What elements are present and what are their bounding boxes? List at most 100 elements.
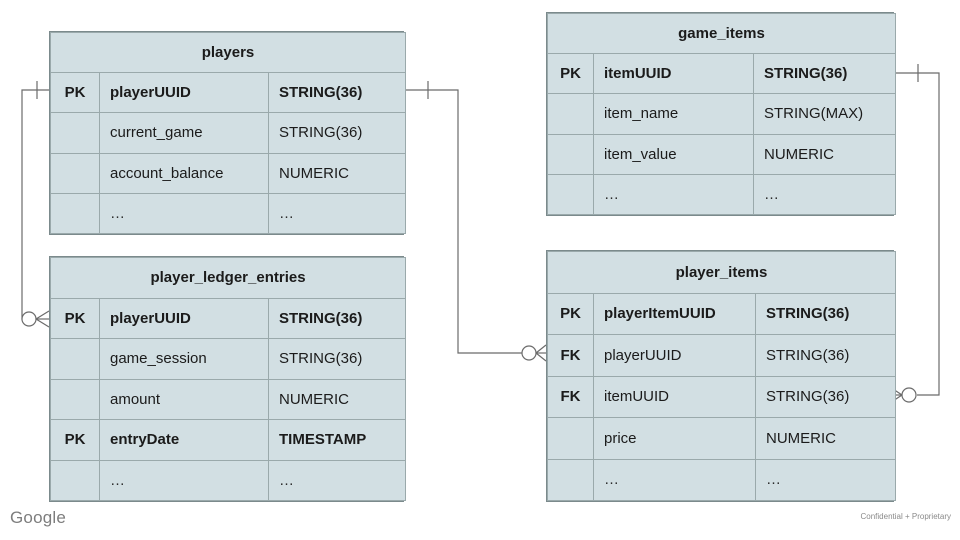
field-key	[50, 152, 100, 194]
field-name: account_balance	[99, 152, 269, 194]
entity-field-row: current_game STRING(36)	[50, 112, 406, 154]
entity-players[interactable]: players PK playerUUID STRING(36) current…	[49, 31, 406, 235]
field-type: STRING(36)	[753, 53, 896, 95]
entity-field-row: … …	[547, 173, 896, 216]
field-key	[50, 192, 100, 235]
field-name: itemUUID	[593, 53, 754, 95]
entity-field-row: amount NUMERIC	[50, 378, 407, 420]
entity-table: player_ledger_entries PK playerUUID STRI…	[49, 257, 407, 501]
entity-field-row: FK itemUUID STRING(36)	[547, 375, 896, 418]
entity-title: player_items	[547, 251, 896, 294]
field-name: playerItemUUID	[593, 292, 756, 335]
field-key: PK	[547, 292, 594, 335]
field-key	[547, 133, 594, 175]
field-name: …	[593, 173, 754, 216]
field-key	[547, 417, 594, 460]
field-type: …	[267, 459, 407, 501]
field-name: playerUUID	[593, 334, 756, 377]
field-name: current_game	[99, 112, 269, 154]
entity-player-ledger-entries[interactable]: player_ledger_entries PK playerUUID STRI…	[49, 256, 407, 502]
entity-rows: players PK playerUUID STRING(36) current…	[50, 31, 406, 235]
field-key: FK	[547, 375, 594, 418]
entity-game-items[interactable]: game_items PK itemUUID STRING(36) item_n…	[546, 12, 896, 216]
field-type: STRING(36)	[268, 112, 406, 154]
field-type: NUMERIC	[753, 133, 896, 175]
entity-field-row: PK playerUUID STRING(36)	[50, 297, 407, 339]
entity-field-row: item_value NUMERIC	[547, 133, 896, 175]
field-type: STRING(36)	[268, 72, 406, 114]
field-type: TIMESTAMP	[267, 419, 407, 461]
field-type: STRING(MAX)	[753, 93, 896, 135]
field-name: playerUUID	[99, 72, 269, 114]
field-key: PK	[547, 53, 594, 95]
entity-field-row: … …	[547, 458, 896, 501]
entity-rows: player_ledger_entries PK playerUUID STRI…	[49, 257, 407, 501]
entity-rows: player_items PK playerItemUUID STRING(36…	[547, 251, 896, 501]
relationship-players-to-ledger	[21, 81, 50, 328]
field-key	[50, 338, 100, 380]
confidentiality-note: Confidential + Proprietary	[860, 512, 952, 521]
entity-title-row: player_ledger_entries	[49, 257, 407, 299]
field-key	[50, 378, 100, 420]
entity-title: player_ledger_entries	[49, 257, 407, 299]
connector-line	[894, 72, 940, 396]
field-type: STRING(36)	[755, 334, 896, 377]
field-key: PK	[50, 297, 100, 339]
field-name: game_session	[99, 338, 269, 380]
field-type: NUMERIC	[755, 417, 896, 460]
field-key	[547, 458, 594, 501]
entity-field-row: … …	[50, 459, 407, 501]
cardinality-many-crowsfoot	[535, 344, 547, 362]
field-name: amount	[99, 378, 269, 420]
field-name: itemUUID	[593, 375, 756, 418]
entity-field-row: game_session STRING(36)	[50, 338, 407, 380]
entity-field-row: FK playerUUID STRING(36)	[547, 334, 896, 377]
cardinality-zero-circle	[901, 387, 917, 403]
entity-field-row: PK playerUUID STRING(36)	[50, 72, 406, 114]
field-key: PK	[50, 419, 100, 461]
entity-field-row: PK playerItemUUID STRING(36)	[547, 292, 896, 335]
entity-rows: game_items PK itemUUID STRING(36) item_n…	[547, 12, 896, 216]
field-type: …	[753, 173, 896, 216]
field-type: …	[755, 458, 896, 501]
field-name: …	[593, 458, 756, 501]
field-key: PK	[50, 72, 100, 114]
entity-title: game_items	[547, 12, 896, 55]
relationship-players-to-player-items	[404, 81, 547, 362]
cardinality-zero-circle	[21, 311, 37, 327]
entity-table: game_items PK itemUUID STRING(36) item_n…	[547, 12, 896, 216]
cardinality-many-crowsfoot	[35, 310, 50, 328]
connector-line	[404, 89, 522, 354]
field-type: STRING(36)	[755, 292, 896, 335]
entity-title-row: game_items	[547, 12, 896, 55]
field-key	[547, 93, 594, 135]
entity-title: players	[50, 31, 406, 74]
google-logo: Google	[10, 508, 67, 527]
connector-line	[21, 89, 49, 320]
field-name: …	[99, 192, 269, 235]
field-name: item_name	[593, 93, 754, 135]
field-type: NUMERIC	[268, 152, 406, 194]
entity-title-row: player_items	[547, 251, 896, 294]
entity-field-row: item_name STRING(MAX)	[547, 93, 896, 135]
entity-field-row: … …	[50, 192, 406, 235]
entity-field-row: PK entryDate TIMESTAMP	[50, 419, 407, 461]
field-name: entryDate	[99, 419, 269, 461]
field-name: item_value	[593, 133, 754, 175]
field-type: …	[268, 192, 406, 235]
field-name: …	[99, 459, 269, 501]
entity-player-items[interactable]: player_items PK playerItemUUID STRING(36…	[546, 250, 896, 502]
field-key	[50, 459, 100, 501]
field-type: STRING(36)	[267, 297, 407, 339]
field-key	[50, 112, 100, 154]
field-name: price	[593, 417, 756, 460]
entity-field-row: account_balance NUMERIC	[50, 152, 406, 194]
field-type: NUMERIC	[267, 378, 407, 420]
field-type: STRING(36)	[267, 338, 407, 380]
entity-table: player_items PK playerItemUUID STRING(36…	[547, 251, 896, 501]
entity-title-row: players	[50, 31, 406, 74]
entity-field-row: price NUMERIC	[547, 417, 896, 460]
field-key	[547, 173, 594, 216]
relationship-game-items-to-player-items	[889, 64, 940, 404]
